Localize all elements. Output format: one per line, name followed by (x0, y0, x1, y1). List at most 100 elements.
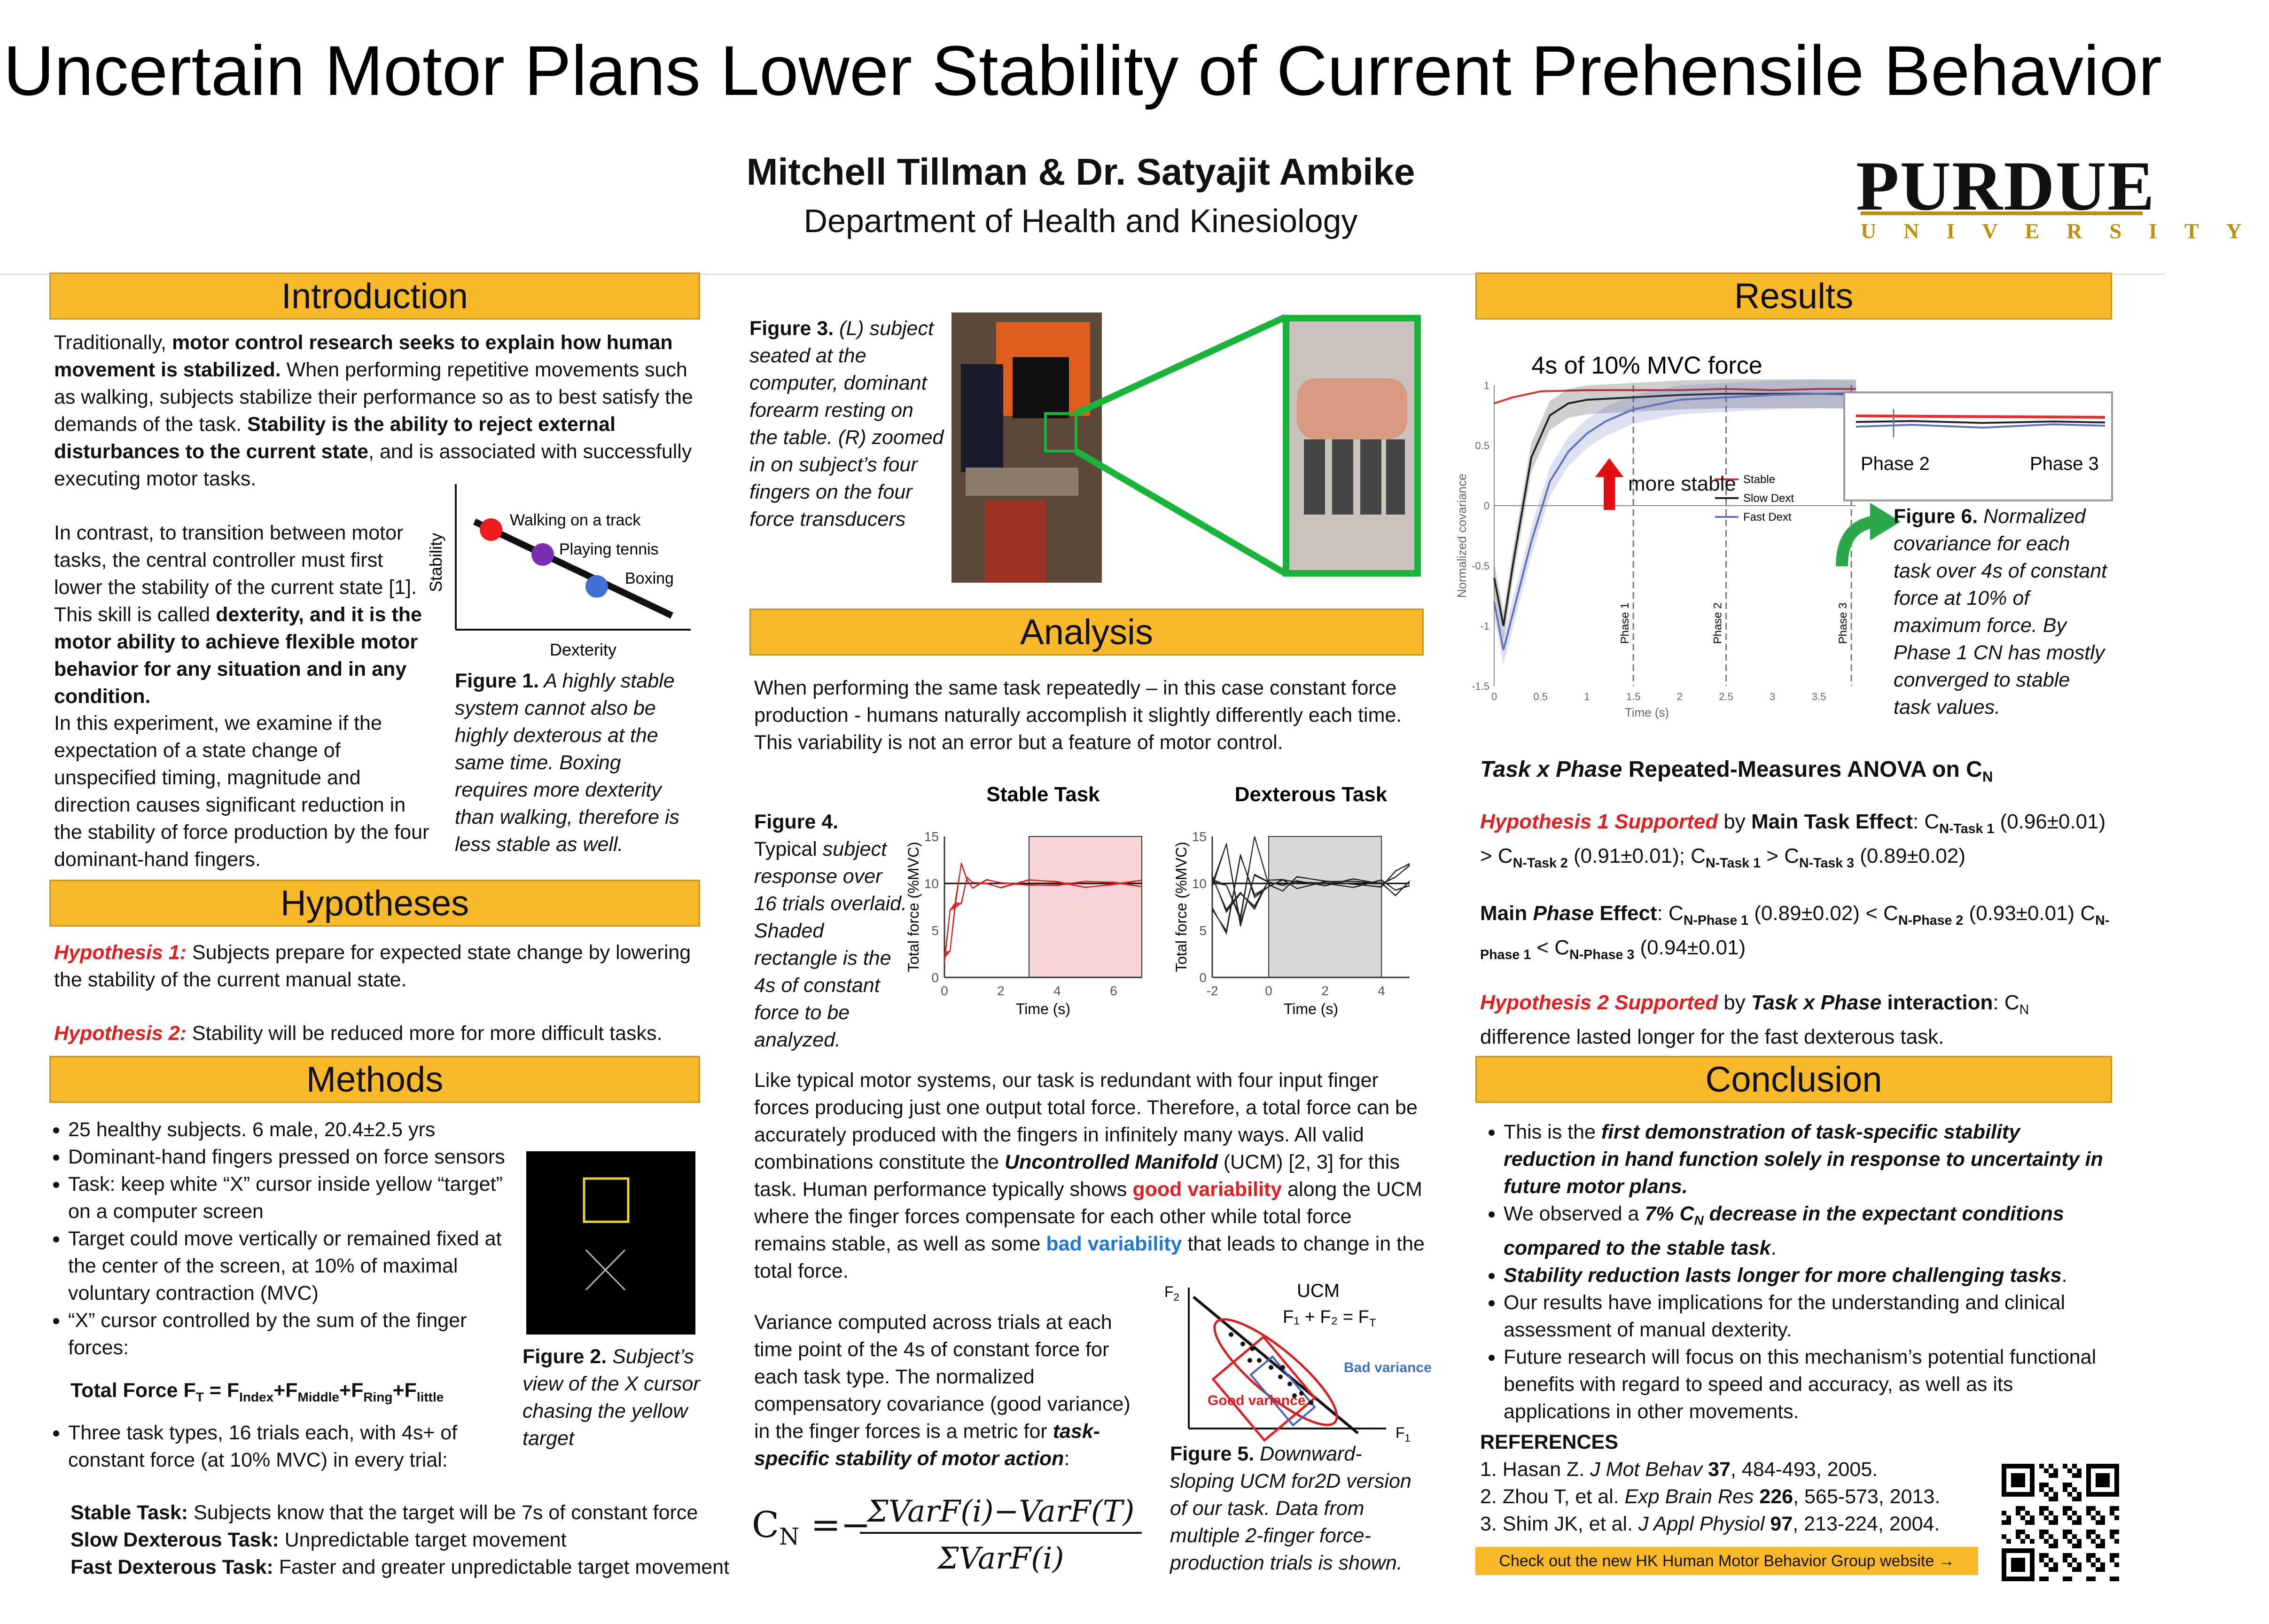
intro-paragraph-1: Traditionally, motor control research se… (54, 331, 693, 490)
y-tick-label: 0.5 (1475, 440, 1489, 452)
figure-2-caption: Figure 2. Subject’s view of the X cursor… (522, 1345, 700, 1450)
qr-module (2110, 1553, 2114, 1558)
analysis-window (1268, 836, 1382, 978)
qr-module (2025, 1534, 2030, 1539)
qr-module (2063, 1511, 2067, 1515)
fig1-label-walking: Walking on a track (510, 511, 641, 529)
qr-module (2072, 1567, 2077, 1572)
qr-module (2086, 1558, 2091, 1562)
qr-module (2049, 1464, 2053, 1468)
fig1-point-boxing (585, 575, 608, 598)
conclusion-bullet: Stability reduction lasts longer for mor… (1504, 1262, 2114, 1289)
qr-module (2049, 1534, 2053, 1539)
qr-module (2049, 1487, 2053, 1492)
fig2-yellow-target (583, 1177, 630, 1223)
qr-module (2067, 1515, 2072, 1520)
y-tick-label: 5 (1199, 923, 1207, 938)
qr-module (2072, 1544, 2077, 1548)
section-header-analysis: Analysis (749, 609, 1424, 656)
qr-module (2039, 1577, 2044, 1581)
references: REFERENCES 1. Hasan Z. J Mot Behav 37, 4… (1480, 1429, 1997, 1538)
qr-module (2114, 1515, 2119, 1520)
hypothesis-2: Hypothesis 2: Stability will be reduced … (54, 1022, 663, 1045)
fig3-transducer (1304, 439, 1325, 515)
task-types: Stable Task: Subjects know that the targ… (70, 1499, 752, 1581)
methods-bullet: Task: keep white “X” cursor inside yello… (68, 1171, 529, 1225)
fig5-good-variance-box (1211, 1335, 1317, 1442)
qr-module (2091, 1577, 2096, 1581)
fig6-inset-frame (1843, 391, 2113, 501)
more-stable-arrow-icon (1595, 458, 1623, 510)
result-phase-effect: Main Phase Effect: CN-Phase 1 (0.89±0.02… (1480, 902, 2110, 962)
fig5-bad-variance-label: Bad variance (1344, 1360, 1432, 1375)
conclusion-bullet: Future research will focus on this mecha… (1504, 1343, 2114, 1425)
header-divider (0, 273, 2165, 275)
analysis-paragraph-2: Like typical motor systems, our task is … (754, 1069, 1425, 1282)
qr-module (2110, 1506, 2114, 1511)
methods-last-bullet: Three task types, 16 trials each, with 4… (40, 1419, 529, 1474)
qr-module (2067, 1562, 2072, 1567)
authors: Mitchell Tillman & Dr. Satyajit Ambike (746, 151, 1415, 193)
qr-module (2039, 1534, 2044, 1539)
qr-module (2072, 1511, 2077, 1515)
qr-module (2077, 1515, 2082, 1520)
fig3-zoom-box (1044, 412, 1077, 453)
phase-label: Phase 2 (1712, 602, 1724, 644)
x-tick-label: 3.5 (1812, 691, 1826, 703)
x-tick-label: 1.5 (1626, 691, 1641, 703)
qr-module (2039, 1558, 2044, 1562)
qr-module (2049, 1511, 2053, 1515)
phase-label: Phase 3 (1837, 602, 1849, 644)
result-hypothesis-1: Hypothesis 1 Supported by Main Task Effe… (1480, 810, 2106, 871)
qr-module (2072, 1558, 2077, 1562)
qr-module (2077, 1562, 2082, 1567)
section-header-results: Results (1475, 273, 2112, 320)
qr-code-icon[interactable] (2002, 1464, 2119, 1581)
x-tick-label: 4 (1053, 984, 1061, 998)
trial-trace (1212, 836, 1410, 922)
x-axis-label: Time (s) (1016, 1000, 1070, 1017)
qr-module (2100, 1544, 2105, 1548)
qr-module (2006, 1520, 2011, 1525)
qr-module (2114, 1506, 2119, 1511)
qr-module (2100, 1520, 2105, 1525)
qr-module (2044, 1506, 2049, 1511)
y-tick-label: 10 (1192, 876, 1207, 891)
x-tick-label: 0 (1491, 691, 1497, 703)
x-tick-label: 0 (1265, 984, 1272, 998)
figure-5-ucm-diagram: F2 F1 UCM F₁ + F₂ = FT Good variance Bad… (1164, 1280, 1432, 1444)
reference-1: 1. Hasan Z. J Mot Behav 37, 484-493, 200… (1480, 1458, 1878, 1481)
qr-module (2086, 1577, 2091, 1581)
qr-module (2039, 1506, 2044, 1511)
qr-module (2091, 1562, 2096, 1567)
legend-label: Fast Dext (1743, 511, 1792, 523)
qr-module (2053, 1515, 2058, 1520)
y-axis-label: Normalized covariance (1455, 474, 1469, 598)
qr-module (2053, 1539, 2058, 1544)
group-website-link[interactable]: Check out the new HK Human Motor Behavio… (1475, 1547, 1978, 1575)
department: Department of Health and Kinesiology (803, 203, 1358, 239)
qr-module (2072, 1497, 2077, 1501)
qr-module (2006, 1515, 2011, 1520)
fig1-label-tennis: Playing tennis (559, 540, 659, 558)
qr-module (2044, 1530, 2049, 1534)
reference-3: 3. Shim JK, et al. J Appl Physiol 97, 21… (1480, 1513, 1940, 1535)
qr-finder-core (2011, 1558, 2025, 1572)
figure-2-screen (526, 1151, 695, 1335)
x-tick-label: 2 (997, 984, 1005, 998)
qr-module (2114, 1530, 2119, 1534)
methods-bullet: “X” cursor controlled by the sum of the … (68, 1307, 529, 1361)
qr-module (2053, 1497, 2058, 1501)
intro-paragraph-3: In this experiment, we examine if the ex… (54, 712, 429, 871)
series-line (1493, 392, 1856, 650)
qr-module (2072, 1534, 2077, 1539)
qr-module (2114, 1562, 2119, 1567)
qr-module (2044, 1483, 2049, 1487)
analysis-paragraph-3: Variance computed across trials at each … (754, 1311, 1131, 1470)
series-band (1494, 379, 1856, 640)
green-arrow-icon (1836, 503, 1901, 567)
conclusion-bullets: This is the first demonstration of task-… (1475, 1118, 2114, 1425)
qr-module (2049, 1497, 2053, 1501)
qr-module (2086, 1534, 2091, 1539)
